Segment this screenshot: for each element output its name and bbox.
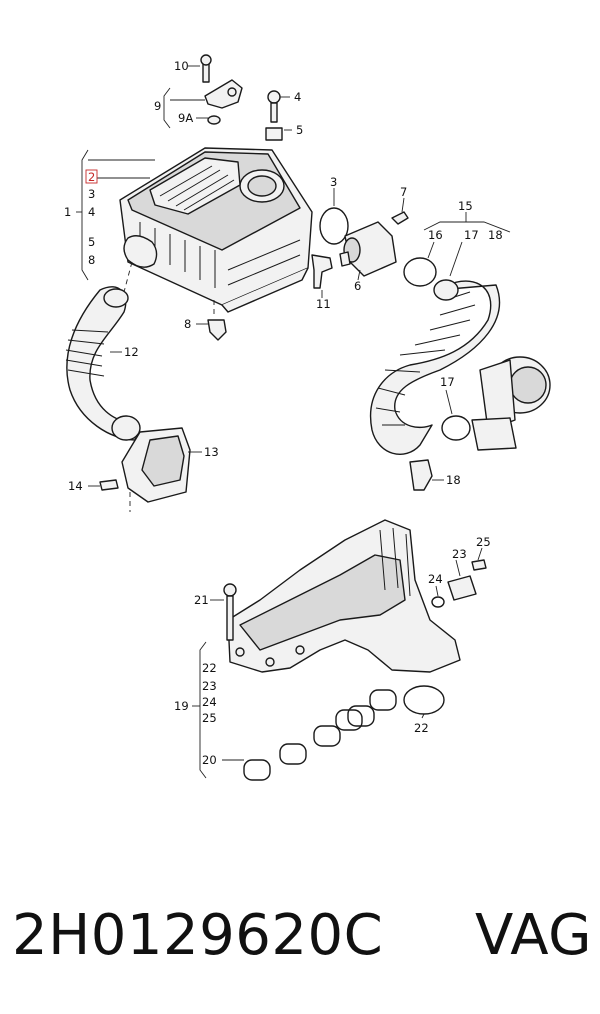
callout-24b: 24 [428,572,443,586]
callout-8b: 8 [184,317,191,331]
callout-4b: 4 [294,90,301,104]
air-mass-meter-6[interactable] [339,221,397,277]
callout-5b: 5 [296,123,303,137]
clamp-16[interactable] [403,257,437,287]
callout-13: 13 [204,445,219,459]
callout-23b: 23 [452,547,467,561]
air-filter-housing[interactable] [119,147,313,313]
callout-3: 3 [88,187,95,201]
intake-hose-15[interactable] [369,279,501,455]
callout-3b: 3 [330,175,337,189]
callout-9: 9 [154,99,161,113]
callout-17: 17 [464,228,479,242]
turbocharger[interactable] [471,356,551,451]
callout-7: 7 [400,185,407,199]
sensor-18[interactable] [409,459,433,491]
parts-diagram: 1 2 3 4 5 8 10 9 9A 4 5 3 7 6 11 8 12 13… [64,54,551,781]
gasket-20[interactable] [243,689,397,781]
screw-14[interactable] [99,479,119,491]
o-ring-3[interactable] [319,207,349,245]
callout-20: 20 [202,753,217,767]
intake-hose-12[interactable] [65,286,141,441]
callout-19: 19 [174,699,189,713]
callout-16: 16 [428,228,443,242]
sensor-11[interactable] [311,254,333,289]
callout-14: 14 [68,479,83,493]
clamp-17[interactable] [441,415,471,441]
brand-name: VAG [475,902,592,968]
bolt-4[interactable] [265,90,283,141]
callout-15: 15 [458,199,473,213]
callout-2: 2 [88,170,95,184]
callout-18b: 18 [446,473,461,487]
callout-labels: 1 2 3 4 5 8 10 9 9A 4 5 3 7 6 11 8 12 13… [64,59,503,767]
leader-lines [76,65,511,779]
callout-6: 6 [354,279,361,293]
callout-23: 23 [202,679,217,693]
intake-manifold[interactable] [227,519,461,673]
callout-17b: 17 [440,375,455,389]
bracket-9[interactable] [200,54,243,125]
callout-10: 10 [174,59,189,73]
callout-1: 1 [64,205,71,219]
part-number: 2H0129620C [12,902,384,968]
callout-25b: 25 [476,535,491,549]
plug-8[interactable] [207,319,227,341]
flange-23[interactable] [431,559,487,608]
screw-7[interactable] [391,211,409,225]
part-number-footer: 2H0129620C VAG [12,895,592,975]
callout-24: 24 [202,695,217,709]
callout-25: 25 [202,711,217,725]
callout-5: 5 [88,235,95,249]
callout-9a: 9A [178,111,193,125]
air-guide-13[interactable] [121,427,191,503]
bolt-21[interactable] [223,583,237,641]
callout-11: 11 [316,297,331,311]
callout-21: 21 [194,593,209,607]
callout-8: 8 [88,253,95,267]
callout-22: 22 [202,661,217,675]
callout-22b: 22 [414,721,429,735]
callout-18: 18 [488,228,503,242]
callout-4: 4 [88,205,95,219]
callout-12: 12 [124,345,139,359]
gasket-22[interactable] [403,685,445,715]
